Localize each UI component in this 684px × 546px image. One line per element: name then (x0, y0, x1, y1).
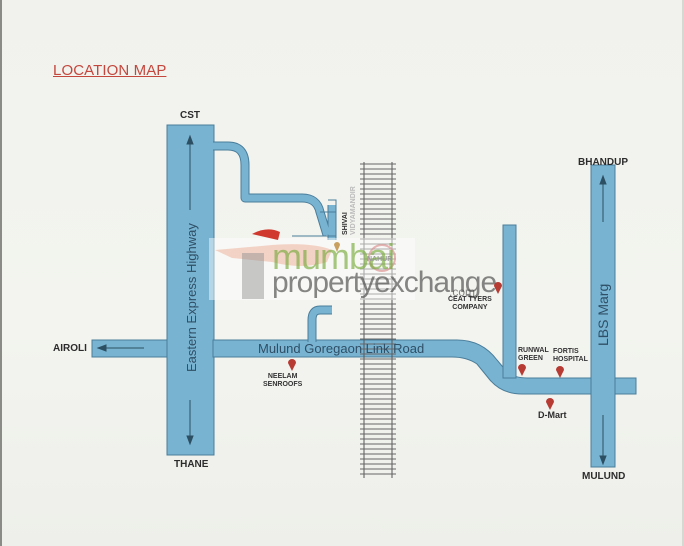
road-label-link-road: Mulund Goregaon Link Road (258, 341, 425, 356)
map-pin-icon (518, 364, 526, 376)
landmark-nahur: NAHUR (367, 256, 393, 263)
direction-arrows (96, 134, 607, 466)
page-title: LOCATION MAP (53, 62, 167, 79)
map-pin-icon (334, 242, 340, 252)
landmark-shivai-vidyamandir: SHIVAI VIDYAMANDIR (342, 186, 357, 235)
label-thane: THANE (174, 459, 209, 470)
road-label-lbs-marg: LBS Marg (595, 283, 611, 346)
watermark-mumbai: mumbai (272, 236, 395, 277)
road-label-eastern-express-highway: Eastern Express Highway (184, 223, 199, 372)
landmark-ceat-tyers: CEAT TYERS COMPANY (448, 296, 492, 311)
landmark-fortis-hospital: FORTIS HOSPITAL (553, 348, 588, 363)
map-pin-icon (546, 398, 554, 410)
watermark-building (242, 253, 264, 299)
label-cst: CST (180, 110, 200, 121)
landmark-dmart: D-Mart (538, 410, 567, 420)
railway-track (363, 162, 393, 478)
label-mulund: MULUND (582, 471, 626, 482)
road-inner-vertical (502, 224, 517, 379)
watermark-com: .com (449, 285, 476, 299)
map-pin-icon (288, 359, 296, 371)
landmark-neelam-senroofs: NEELAM SENROOFS (263, 373, 303, 388)
landmark-runwal-green: RUNWAL GREEN (518, 347, 549, 362)
watermark-propertyexchange: propertyexchange (272, 266, 497, 299)
map-pin-icon (556, 366, 564, 378)
road-mulund-goregaon-link (212, 339, 637, 395)
map-pin-icon (494, 282, 502, 294)
label-bhandup: BHANDUP (578, 157, 628, 168)
label-airoli: AIROLI (53, 343, 87, 354)
watermark-panel (209, 238, 415, 300)
